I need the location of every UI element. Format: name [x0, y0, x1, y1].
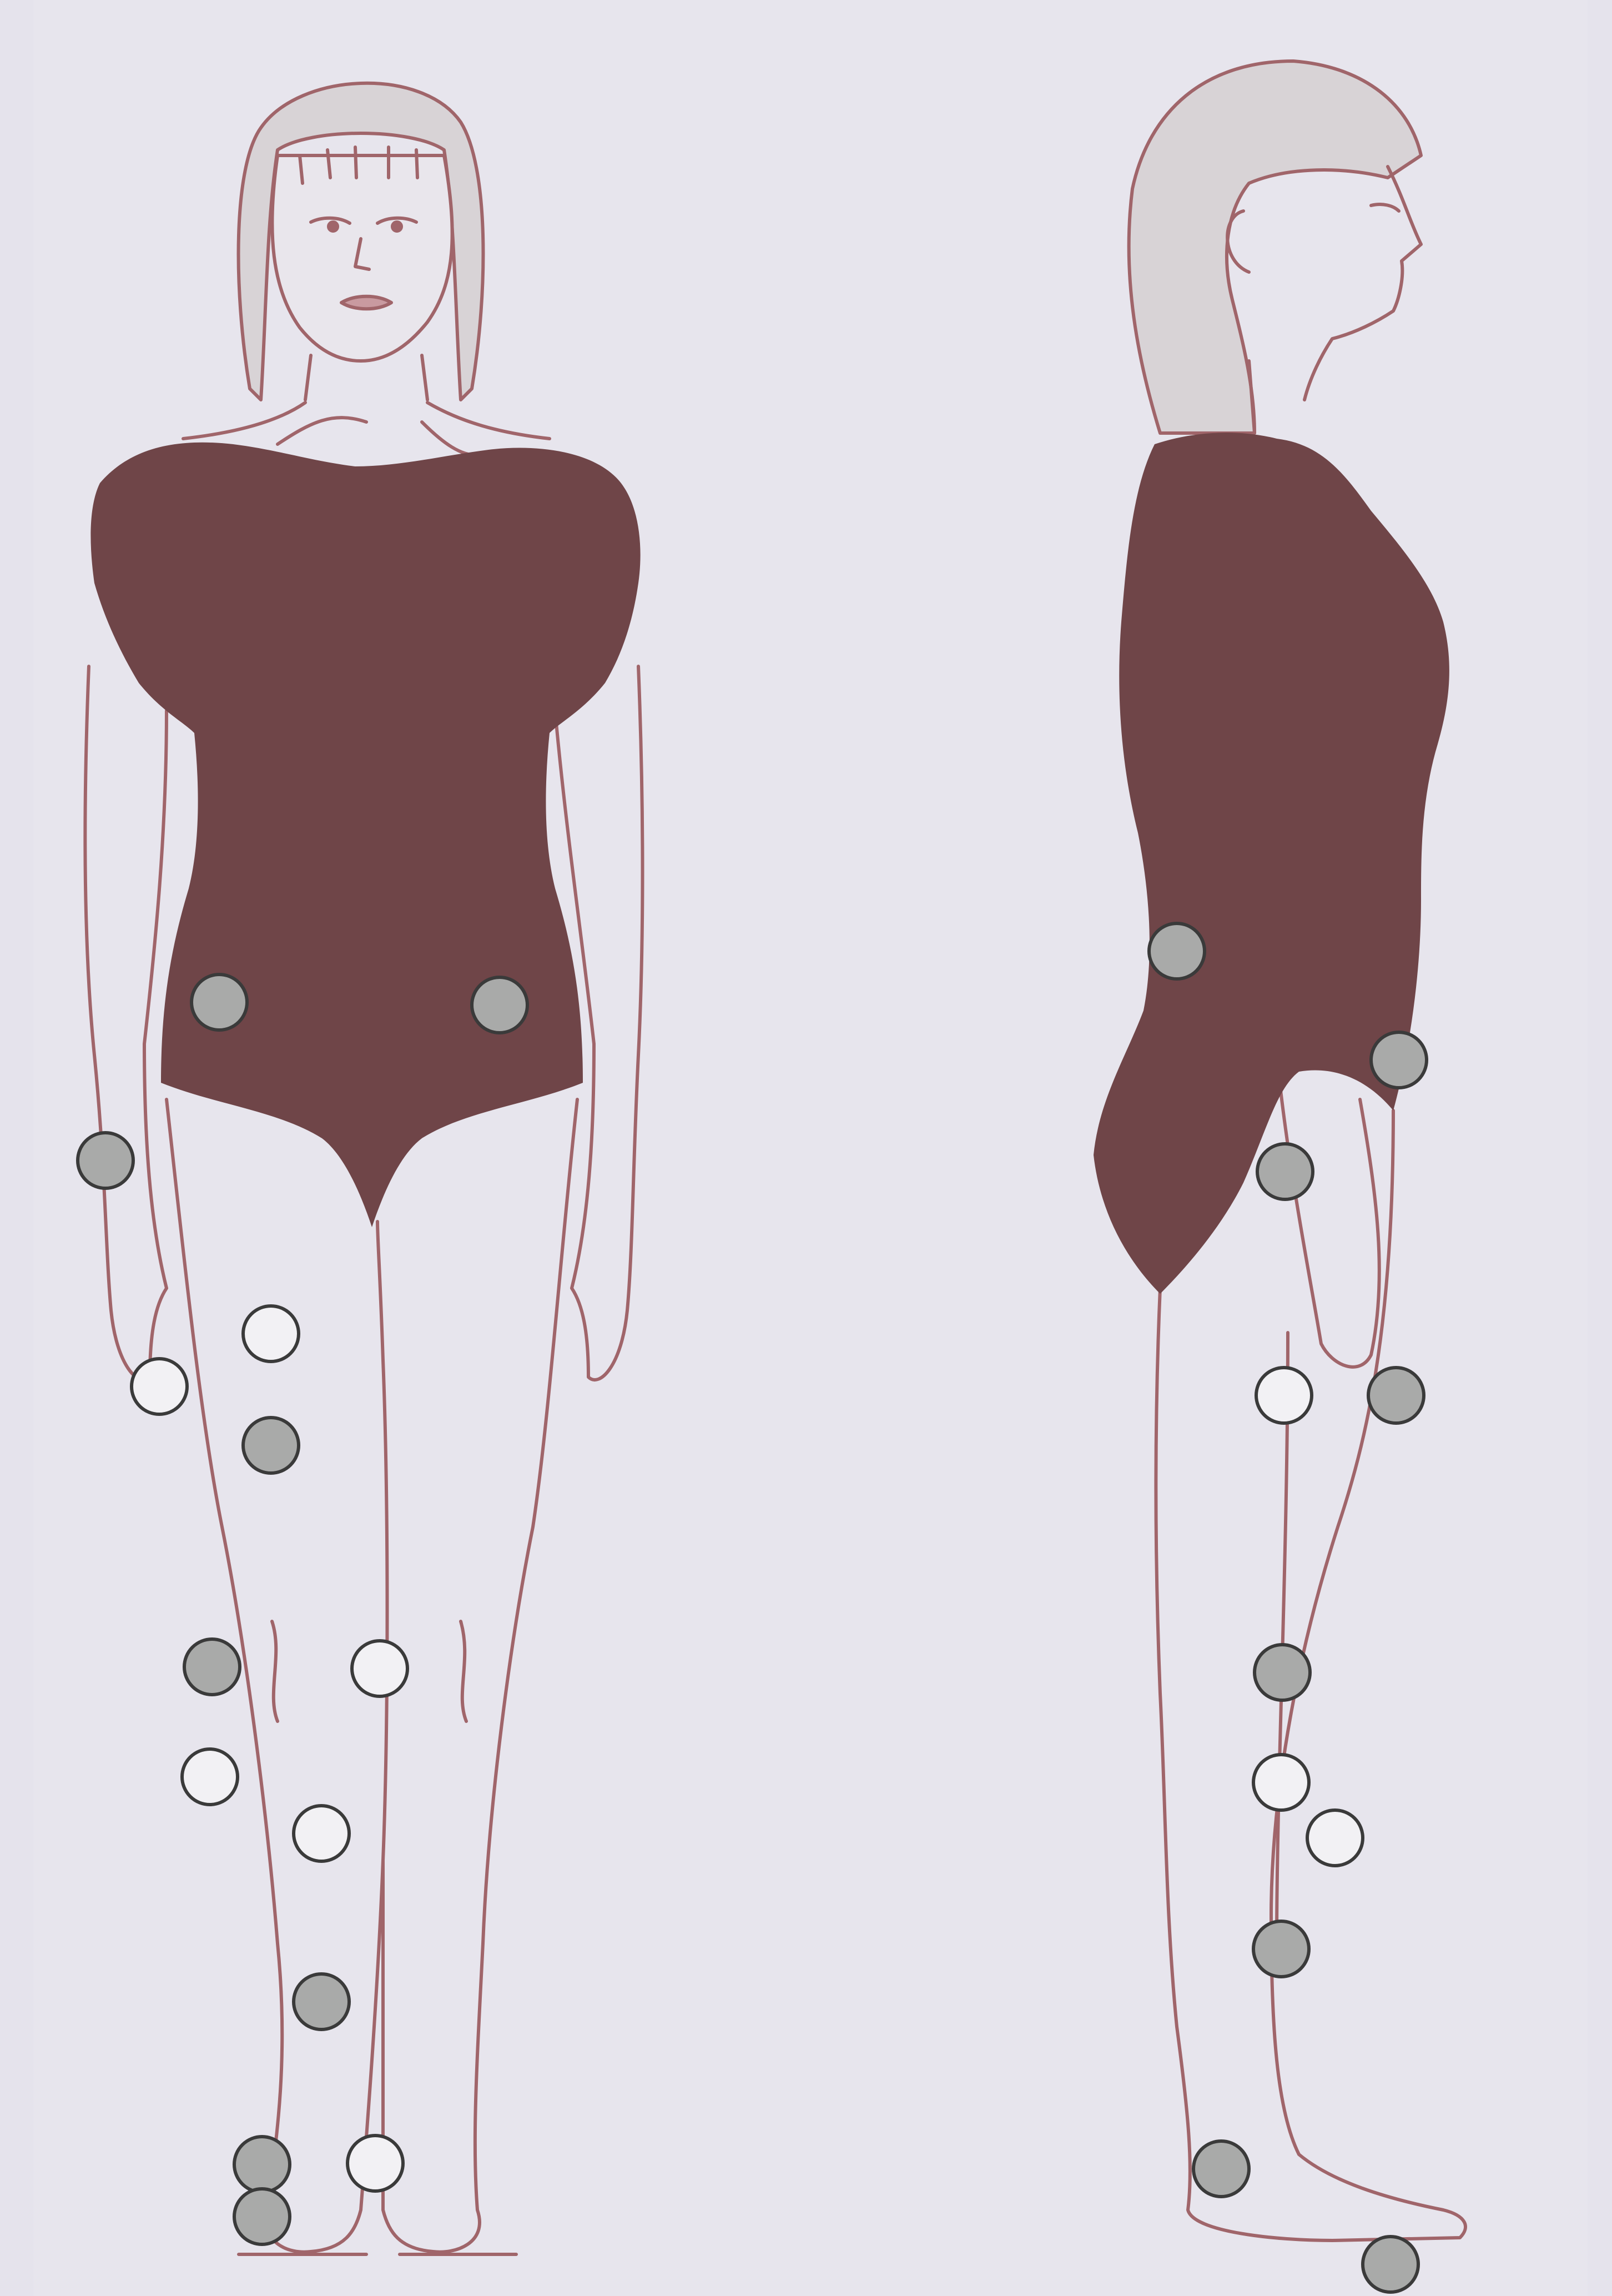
side-marker-gray-6	[1255, 1645, 1310, 1700]
front-marker-gray-14	[234, 2189, 290, 2244]
front-marker-white-12	[347, 2136, 403, 2191]
front-marker-gray-6	[243, 1418, 299, 1473]
front-eye-right	[392, 222, 401, 231]
front-mouth	[341, 297, 391, 309]
front-marker-gray-2	[472, 977, 527, 1033]
front-marker-gray-13	[234, 2137, 290, 2192]
side-marker-white-7	[1253, 1755, 1309, 1810]
front-marker-gray-11	[294, 1974, 349, 2029]
page-area	[33, 0, 1588, 2296]
side-marker-gray-1	[1149, 923, 1205, 979]
side-marker-gray-5	[1368, 1368, 1424, 1423]
side-marker-gray-11	[1363, 2237, 1418, 2292]
front-marker-white-10	[294, 1806, 349, 1861]
front-marker-gray-7	[184, 1639, 240, 1695]
front-marker-white-9	[182, 1749, 238, 1805]
front-eye-left	[329, 222, 337, 231]
front-marker-white-5	[132, 1359, 187, 1414]
side-marker-gray-2	[1371, 1032, 1427, 1088]
front-marker-white-8	[352, 1641, 407, 1696]
side-marker-gray-3	[1257, 1144, 1313, 1199]
front-marker-white-4	[243, 1306, 299, 1361]
side-marker-gray-10	[1193, 2141, 1249, 2197]
side-marker-white-4	[1256, 1368, 1312, 1423]
side-marker-white-8	[1307, 1810, 1363, 1866]
front-marker-gray-1	[192, 974, 247, 1030]
front-marker-gray-3	[78, 1133, 133, 1188]
side-marker-gray-9	[1253, 1921, 1309, 1977]
